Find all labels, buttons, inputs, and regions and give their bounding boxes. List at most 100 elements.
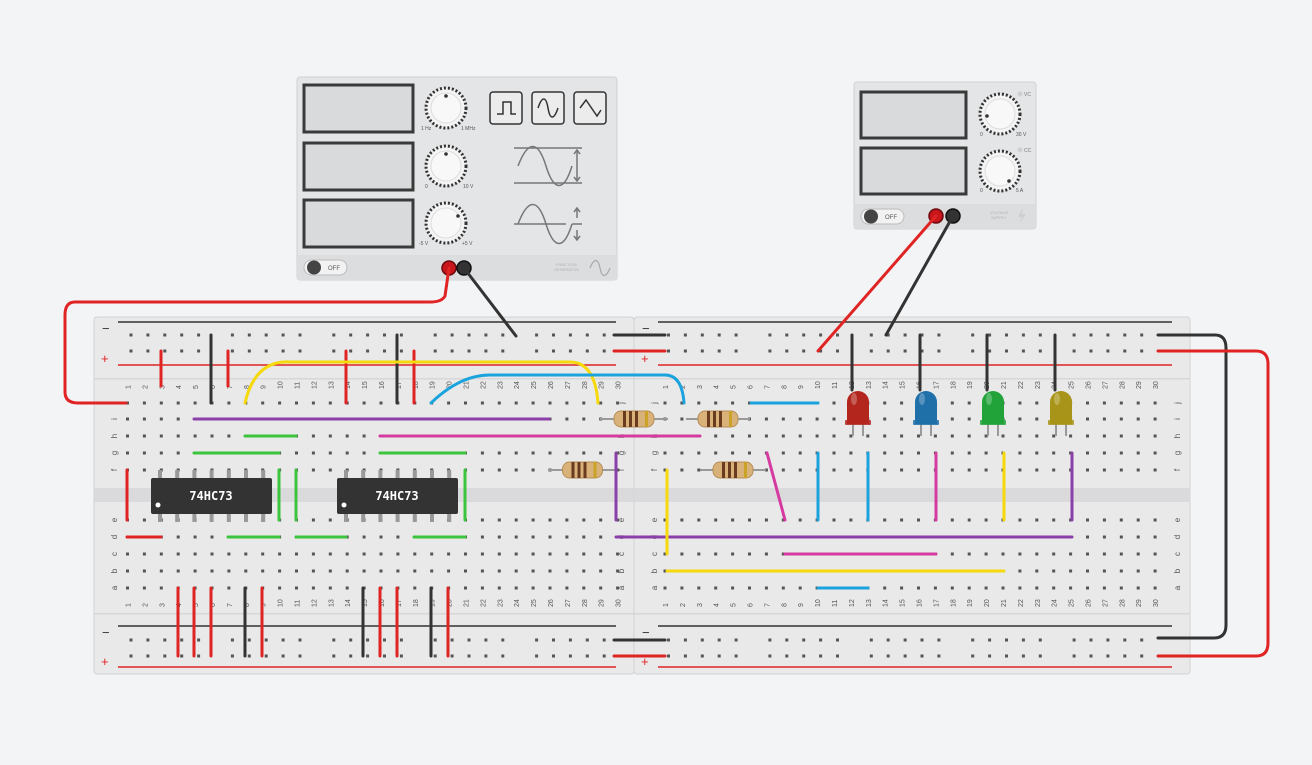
- breadboard-hole: [1069, 434, 1073, 438]
- rail-hole: [819, 638, 823, 642]
- breadboard-hole: [967, 586, 971, 590]
- row-letter: e: [617, 517, 626, 522]
- rail-hole: [281, 638, 285, 642]
- column-number: 17: [396, 599, 403, 607]
- led-body: [915, 391, 937, 424]
- fg-negative-lead[interactable]: [462, 266, 518, 338]
- power-supply-power-toggle[interactable]: OFF: [860, 208, 905, 225]
- column-number: 17: [396, 381, 403, 389]
- square-wave-button[interactable]: [489, 91, 523, 125]
- rail-hole: [1021, 654, 1025, 658]
- column-number: 20: [984, 599, 991, 607]
- leds[interactable]: [845, 391, 1074, 436]
- chip-pin: [244, 470, 248, 478]
- wires[interactable]: [63, 214, 1270, 658]
- pink-wire[interactable]: [765, 451, 787, 522]
- breadboard-hole: [1153, 535, 1157, 539]
- rail-hole: [602, 638, 606, 642]
- breadboard-hole: [1086, 468, 1089, 472]
- column-number: 1: [126, 385, 133, 389]
- breadboard-hole: [1102, 552, 1106, 556]
- chip-pin: [175, 514, 180, 522]
- resistor-band: [583, 462, 587, 478]
- breadboard-hole: [616, 451, 620, 455]
- column-number: 5: [193, 603, 200, 607]
- breadboard-hole: [680, 468, 684, 472]
- rail-hole: [886, 333, 890, 337]
- breadboard-hole: [210, 434, 214, 438]
- led-red[interactable]: [845, 391, 871, 436]
- breadboard-hole: [967, 417, 971, 421]
- resistor-4[interactable]: [700, 461, 766, 479]
- rail-ground-jumper[interactable]: [1156, 333, 1228, 640]
- power-supply[interactable]: VC CC 0 30 V 0 5 A OFF VOLTAGE SUPPLY: [853, 81, 1037, 230]
- current-knob[interactable]: [978, 149, 1022, 193]
- plus-label: +: [641, 351, 649, 366]
- offset-knob[interactable]: [424, 201, 468, 245]
- chip-pin: [447, 470, 452, 478]
- ps-positive-lead[interactable]: [816, 214, 938, 353]
- row-letter: h: [1173, 434, 1182, 438]
- triangle-wave-button[interactable]: [573, 91, 607, 125]
- breadboard-hole: [362, 401, 366, 405]
- breadboard-hole: [967, 552, 971, 556]
- breadboard-hole: [815, 417, 819, 421]
- column-number: 11: [832, 382, 839, 389]
- resistor-3[interactable]: [549, 461, 616, 479]
- chip-pin: [261, 470, 266, 478]
- breadboard-hole: [616, 401, 620, 405]
- breadboard-hole: [514, 569, 518, 573]
- breadboard-hole: [497, 569, 501, 573]
- resistor-band: [729, 411, 732, 427]
- fg-positive-lead[interactable]: [63, 266, 451, 405]
- sine-wave-button[interactable]: [531, 91, 565, 125]
- resistors[interactable]: [549, 410, 766, 479]
- column-number: 2: [142, 385, 149, 389]
- breadboard-hole: [311, 434, 315, 438]
- column-number: 16: [379, 599, 386, 607]
- rail-hole: [836, 349, 839, 353]
- breadboard-hole: [1102, 569, 1106, 573]
- fg-brand-line2: GENERATOR: [554, 267, 579, 272]
- rail-hole: [988, 349, 992, 353]
- column-number: 14: [883, 381, 890, 389]
- rail-hole: [717, 349, 721, 353]
- rail-hole: [1038, 654, 1042, 658]
- resistor-band: [713, 411, 716, 427]
- resistor-2[interactable]: [686, 410, 750, 428]
- function-generator[interactable]: 1 Hz 1 MHz 0 10 V -5 V +5 V: [296, 76, 618, 281]
- breadboard-hole: [781, 434, 785, 438]
- ps-negative-lead[interactable]: [884, 214, 955, 337]
- voltage-knob[interactable]: [978, 92, 1022, 136]
- led-blue[interactable]: [913, 391, 939, 436]
- breadboard-hole: [311, 552, 315, 556]
- resistor-band: [707, 411, 710, 427]
- rail-power-jumper[interactable]: [1156, 349, 1270, 658]
- led-green[interactable]: [980, 391, 1006, 436]
- v-max-label: 30 V: [1016, 132, 1027, 138]
- yellow-arc-wire[interactable]: [243, 360, 600, 405]
- amplitude-knob[interactable]: [424, 144, 468, 188]
- frequency-knob[interactable]: [424, 86, 468, 130]
- chip-1[interactable]: 74HC73: [151, 478, 272, 514]
- breadboard-hole: [1018, 468, 1022, 472]
- function-generator-power-toggle[interactable]: OFF: [303, 259, 348, 276]
- resistor-band: [728, 462, 731, 478]
- resistor-1[interactable]: [600, 410, 668, 428]
- rail-hole: [785, 654, 789, 658]
- rail-hole: [484, 638, 488, 642]
- breadboard-hole: [798, 417, 802, 421]
- chip-pin: [192, 470, 197, 478]
- chip-2[interactable]: 74HC73: [337, 478, 458, 514]
- rail-hole: [819, 333, 823, 337]
- column-number: 13: [866, 599, 873, 607]
- breadboard-hole: [616, 468, 620, 472]
- row-letter: h: [110, 434, 119, 438]
- led-yellow[interactable]: [1048, 391, 1074, 436]
- rail-hole: [230, 638, 234, 642]
- blue-arc-wire[interactable]: [429, 373, 686, 405]
- chip-pin: [158, 470, 162, 478]
- amplitude-diagram-icon: [514, 145, 582, 187]
- breadboard-hole: [142, 434, 146, 438]
